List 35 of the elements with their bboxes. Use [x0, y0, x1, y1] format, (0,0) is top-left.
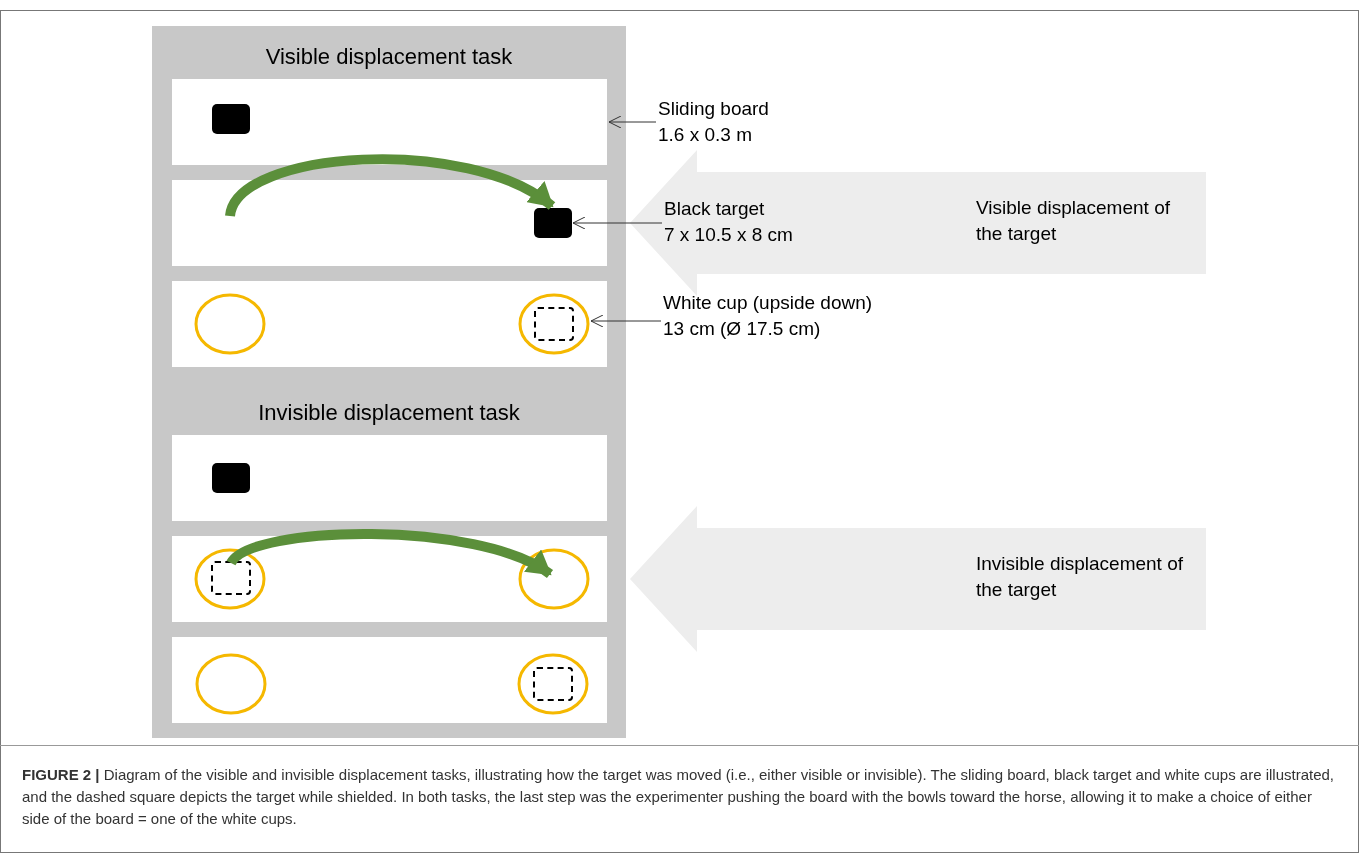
- sliding-board: [172, 281, 607, 367]
- curved-arrow: [225, 154, 555, 218]
- sliding-board: [172, 79, 607, 165]
- dimension-text: 1.6 x 0.3 m: [658, 123, 753, 147]
- sliding-board: [172, 180, 607, 266]
- block-arrow: [630, 150, 1206, 296]
- task-panel: [152, 26, 626, 738]
- dashed-square: [533, 667, 573, 701]
- part-name: Sliding board: [658, 97, 770, 121]
- cup-ellipse: [517, 653, 589, 715]
- arrow-text: Visible displacement of the target: [976, 196, 1171, 246]
- sliding-board: [172, 536, 607, 622]
- leader-line: [572, 216, 663, 230]
- leader-line: [590, 314, 662, 328]
- dimension-text: 7 x 10.5 x 8 cm: [664, 223, 794, 247]
- dimension-text: 13 cm (Ø 17.5 cm): [663, 317, 822, 341]
- sliding-board: [172, 435, 607, 521]
- dashed-square: [211, 561, 251, 595]
- cup-ellipse: [195, 653, 267, 715]
- cup-ellipse: [518, 548, 590, 610]
- target-block: [534, 208, 572, 238]
- target-block: [212, 463, 250, 493]
- dashed-square: [534, 307, 574, 341]
- leader-line: [608, 115, 657, 129]
- part-name: Black target: [664, 197, 766, 221]
- cup-ellipse: [194, 548, 266, 610]
- cup-ellipse: [518, 293, 590, 355]
- task-heading: Invisible displacement task: [257, 399, 521, 427]
- task-heading: Visible displacement task: [264, 43, 514, 71]
- part-name: White cup (upside down): [663, 291, 874, 315]
- arrow-text: Invisible displacement of the target: [976, 552, 1184, 602]
- caption: FIGURE 2 | Diagram of the visible and invisible displacement tasks, illustrating how the target was moved (i.e., either visible or invisible). The sliding board, black target and white cups are illustrated, and the dashed square depicts the target while shielded. In both tasks, the last step was the experimenter pushing the board with the bowls toward the horse, allowing it to make a choice of either side of the board = one of the white cups.: [22, 765, 1336, 829]
- cup-ellipse: [194, 293, 266, 355]
- target-block: [212, 104, 250, 134]
- sliding-board: [172, 637, 607, 723]
